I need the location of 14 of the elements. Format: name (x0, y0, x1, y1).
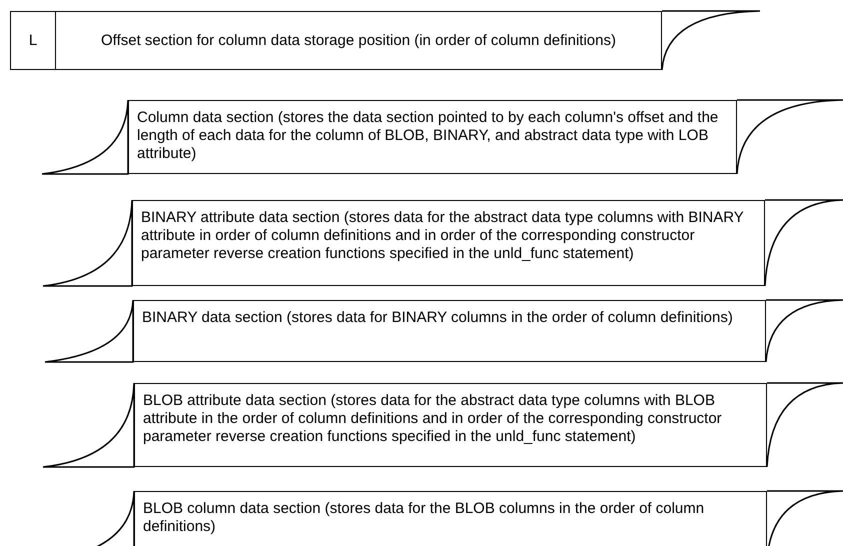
section-box (134, 383, 767, 467)
section-text: BINARY data section (stores data for BINARY columns in the order of column definitions) (142, 309, 734, 327)
section-box (128, 100, 737, 174)
section-box (132, 200, 765, 286)
section-text: BLOB attribute data section (stores data for the abstract data type columns with BLOB attribute in the order of column definitions and in order of the corresponding constructor parameter reverse creation functions specified in the unld_func statement) (143, 392, 723, 446)
section-text: L (28, 32, 38, 50)
section-box (10, 11, 56, 70)
section-text: BINARY attribute data section (stores data for the abstract data type columns with BINARY attribute in order of column definitions and in order of the corresponding constructor parameter reverse creation functions specified in the unld_func statement) (141, 209, 745, 263)
section-text: Offset section for column data storage position (in order of column definitions) (101, 32, 616, 50)
section-box (134, 491, 767, 546)
section-text: BLOB column data section (stores data for the BLOB columns in the order of column definitions) (143, 500, 706, 536)
section-text: Column data section (stores the data section pointed to by each column's offset and the length of each data for the column of BLOB, BINARY, and abstract data type with LOB attribute) (137, 109, 720, 163)
section-box (55, 11, 662, 70)
section-box (133, 300, 766, 362)
